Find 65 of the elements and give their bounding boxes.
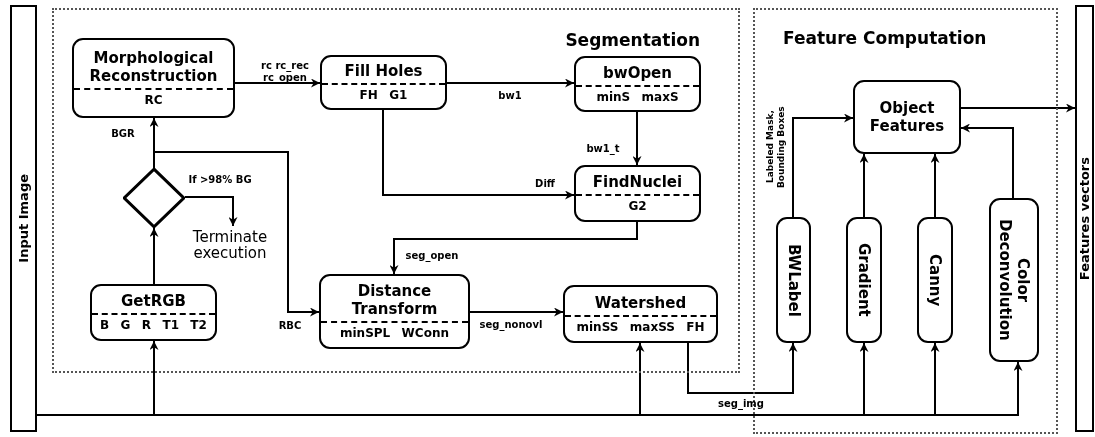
process-box <box>846 217 882 343</box>
edge-label: seg_open <box>404 250 460 262</box>
section-title: Feature Computation <box>783 28 987 48</box>
box-title: Object Features <box>868 99 946 135</box>
parameter-list: minSS maxSS FH <box>565 314 716 335</box>
parameter-list: FH G1 <box>322 83 445 103</box>
arrow <box>792 113 854 218</box>
process-box <box>72 38 235 118</box>
box-title: Gradient <box>854 243 874 317</box>
process-box <box>776 217 811 343</box>
parameter-list: RC <box>74 87 233 108</box>
arrow <box>930 153 940 218</box>
edge-label: Diff <box>534 178 556 190</box>
arrow <box>382 109 575 200</box>
arrow <box>960 123 1014 199</box>
box-title: FindNuclei <box>591 173 684 191</box>
process-box <box>574 56 701 112</box>
bar-label: Input Image <box>14 174 32 263</box>
arrow <box>153 151 320 317</box>
edge-label: seg_img <box>717 398 765 410</box>
box-title: Fill Holes <box>343 62 424 80</box>
box-title: Morphological Reconstruction <box>88 48 219 85</box>
box-title: bwOpen <box>602 63 673 82</box>
process-box <box>90 284 217 341</box>
io-bar <box>10 5 37 432</box>
arrow <box>389 221 638 275</box>
process-box <box>563 285 718 343</box>
box-title: Color Deconvolution <box>995 218 1033 343</box>
parameter-list: B G R T1 T2 <box>92 313 215 333</box>
process-box <box>574 165 701 222</box>
edge-label: RBC <box>277 320 303 332</box>
parameter-list: G2 <box>576 194 699 214</box>
dotted-section-frame <box>52 8 740 373</box>
box-title: Canny <box>925 253 945 307</box>
edge-label: If >98% BG <box>187 174 253 186</box>
box-title: Distance Transform <box>350 282 439 318</box>
process-box <box>989 198 1039 362</box>
io-bar <box>1075 5 1094 432</box>
box-title: Watershed <box>593 293 688 312</box>
arrow <box>469 307 564 317</box>
edge-label: bw1 <box>497 90 523 102</box>
process-box <box>917 217 953 343</box>
arrow <box>184 196 238 227</box>
edge-label: bw1_t <box>585 143 621 155</box>
parameter-list: minS maxS <box>576 84 699 105</box>
process-box <box>853 80 961 154</box>
arrow <box>149 227 159 285</box>
arrow <box>859 153 869 218</box>
edge-label: seg_nonovl <box>478 319 544 331</box>
edge-label: Labeled Mask, Bounding Boxes <box>765 105 787 190</box>
arrow <box>960 103 1076 113</box>
edge-label: BGR <box>110 128 136 140</box>
decision-diamond <box>123 168 185 228</box>
arrow <box>632 111 642 166</box>
section-title: Segmentation <box>565 30 700 50</box>
process-box <box>320 55 447 110</box>
arrow <box>446 78 575 88</box>
parameter-list: minSPL WConn <box>321 321 468 341</box>
process-box <box>319 274 470 349</box>
bar-label: Features vectors <box>1075 156 1093 281</box>
outcome-text: Terminate execution <box>191 229 269 261</box>
box-title: GetRGB <box>120 292 187 310</box>
box-title: BWLabel <box>783 243 804 317</box>
arrow <box>687 342 798 394</box>
arrow <box>234 78 321 88</box>
